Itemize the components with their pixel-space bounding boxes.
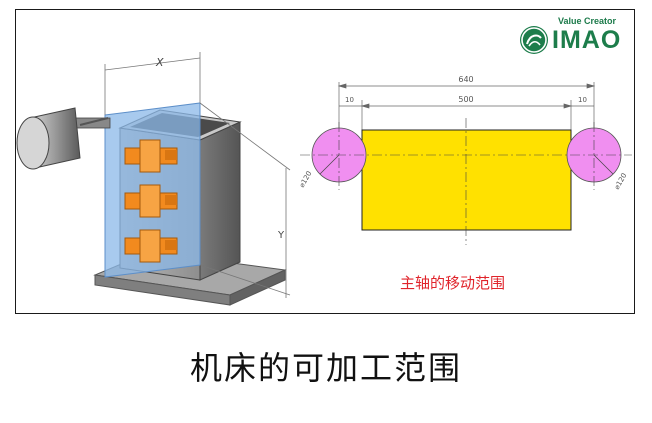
dimension-total-line: [337, 83, 596, 89]
dimension-total-label: 640: [458, 75, 473, 84]
travel-range-diagram: 640 500 10 10: [298, 75, 632, 292]
dimension-y-label: Y: [277, 230, 285, 241]
dimension-left-margin-label: 10: [345, 96, 354, 104]
fixture-clamps: [124, 139, 178, 263]
dimension-x-label: X: [155, 56, 164, 69]
dimension-inner-line: [360, 103, 573, 109]
fixture-clamp: [124, 139, 178, 173]
logo-wordmark: IMAO: [552, 26, 622, 54]
center-lines: [300, 118, 632, 245]
machine-illustration: X Y: [16, 52, 291, 306]
diameter-label-right: ⌀120: [613, 172, 629, 191]
fixture-clamp: [124, 229, 178, 263]
circle-radius-lines: [319, 154, 614, 175]
machining-range-rect: [361, 129, 572, 231]
logo-mark-icon: [520, 26, 548, 54]
dimension-y: [199, 102, 291, 298]
imao-logo: Value Creator IMAO: [520, 16, 632, 56]
figure-caption: 机床的可加工范围: [189, 349, 462, 387]
dimension-x: [104, 52, 201, 115]
dimension-inner-label: 500: [458, 95, 473, 104]
travel-range-label: 主轴的移动范围: [400, 274, 505, 292]
logo-tagline: Value Creator: [558, 16, 617, 26]
fixture-clamp: [124, 184, 178, 218]
spindle-head: [16, 107, 111, 170]
diameter-label-left: ⌀120: [298, 170, 314, 189]
dimension-right-margin-label: 10: [578, 96, 587, 104]
